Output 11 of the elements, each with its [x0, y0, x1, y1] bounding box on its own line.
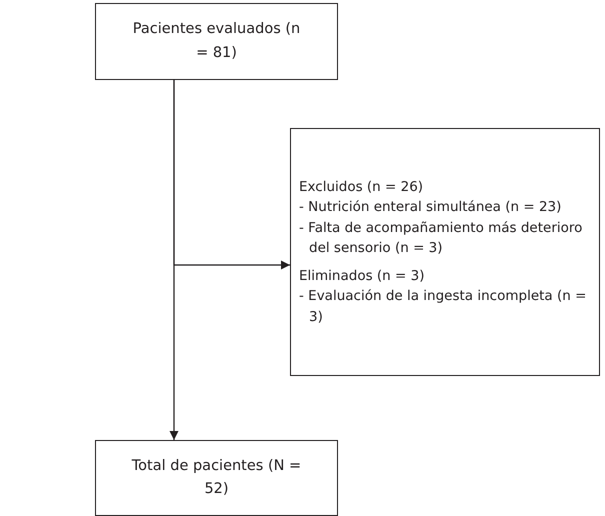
- process-box: [290, 128, 600, 376]
- process-box: [95, 3, 338, 80]
- arrow: [173, 80, 290, 270]
- process-box: [95, 440, 338, 516]
- box-text: Eliminados (n = 3): [299, 267, 426, 286]
- box-text: - Nutrición enteral simultánea (n = 23): [299, 198, 562, 218]
- box-text: Total de pacientes (N = 52): [132, 456, 302, 499]
- box-text: Pacientes evaluados (n = 81): [132, 20, 302, 62]
- box-text: Excluidos (n = 26): [299, 178, 424, 198]
- box-text: - Falta de acompañamiento más deterioro del sensorio (n = 3): [299, 218, 584, 258]
- box-text: - Evaluación de la ingesta incompleta (n = 3): [299, 287, 588, 327]
